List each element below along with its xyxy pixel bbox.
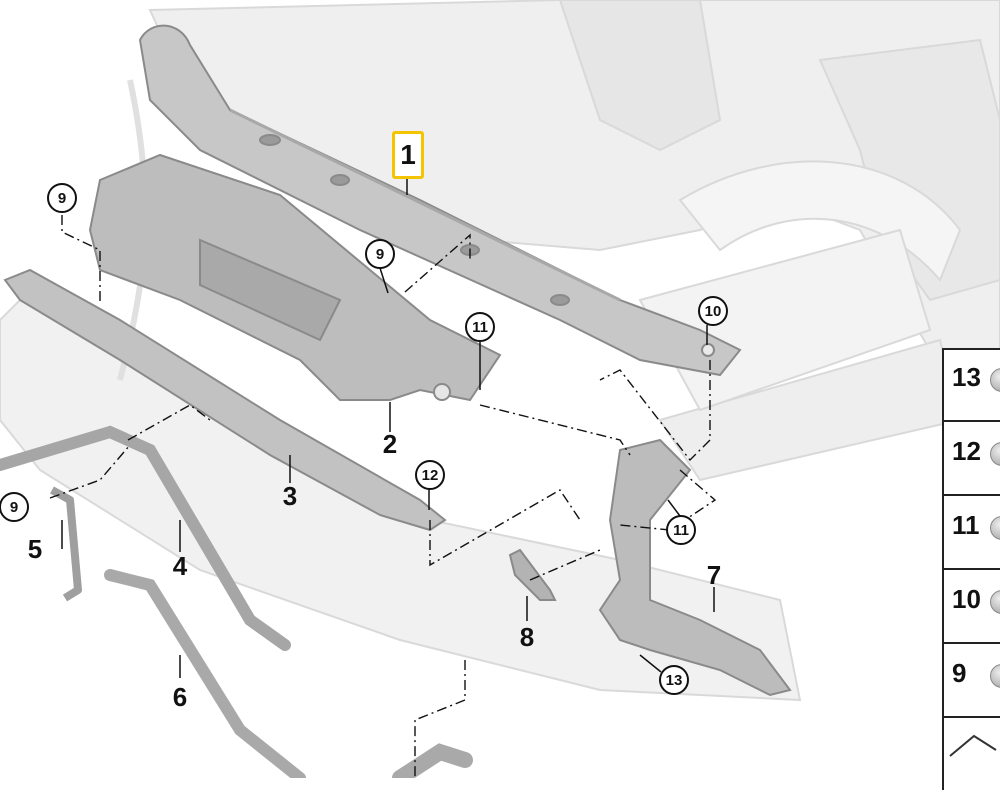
callout-label: 9 (375, 245, 385, 263)
callout-fastener-9[interactable]: 9 (0, 492, 29, 522)
callout-part-5[interactable]: 5 (27, 534, 43, 564)
parts-table-row[interactable]: 12 (944, 424, 1000, 496)
clip-icon (949, 734, 997, 757)
callout-label: 1 (400, 139, 416, 170)
parts-table-row[interactable]: 9 (944, 646, 1000, 718)
fastener-parts-table: 13 12 11 10 9 (942, 348, 1000, 790)
part-3-lower-carrier (3, 268, 447, 532)
part-7-side-carrier (598, 438, 792, 697)
callout-fastener-12[interactable]: 12 (415, 460, 445, 490)
callout-fastener-13[interactable]: 13 (659, 665, 689, 695)
callout-label: 13 (665, 671, 683, 689)
part-4-strut (0, 425, 291, 651)
callout-label: 11 (472, 318, 488, 336)
callout-part-2[interactable]: 2 (382, 429, 398, 459)
callout-label: 12 (421, 466, 439, 484)
callout-part-4[interactable]: 4 (172, 551, 188, 581)
callout-label: 10 (704, 302, 722, 320)
part-2-cover-plate (88, 153, 502, 402)
callout-part-7[interactable]: 7 (706, 560, 722, 590)
parts-table-number: 11 (952, 510, 980, 540)
parts-table-row[interactable] (944, 720, 1000, 792)
callout-part-8[interactable]: 8 (519, 622, 535, 652)
bolt-icon (990, 368, 1000, 392)
callout-fastener-10[interactable]: 10 (698, 296, 728, 326)
callout-label: 9 (57, 189, 67, 207)
callout-part-1-highlighted[interactable]: 1 (392, 131, 424, 179)
screw-icon (990, 590, 1000, 614)
parts-table-row[interactable]: 10 (944, 572, 1000, 644)
assembly-lines (49, 215, 717, 778)
parts-table-number: 13 (952, 362, 981, 392)
parts-table-number: 12 (952, 436, 981, 466)
parts-table-number: 9 (952, 658, 967, 688)
parts-table-row[interactable]: 13 (944, 350, 1000, 422)
callout-part-3[interactable]: 3 (282, 481, 298, 511)
callout-fastener-11[interactable]: 11 (465, 312, 495, 342)
bolt-icon (990, 516, 1000, 540)
callout-fastener-11[interactable]: 11 (666, 515, 696, 545)
part-5-bracket (50, 486, 82, 602)
parts-table-number: 10 (952, 584, 981, 614)
part-6-stay-rod (104, 569, 473, 786)
callout-fastener-9[interactable]: 9 (47, 183, 77, 213)
nut-icon (990, 442, 1000, 466)
parts-table-row[interactable]: 11 (944, 498, 1000, 570)
callout-label: 11 (673, 521, 689, 539)
callout-part-6[interactable]: 6 (172, 682, 188, 712)
callout-fastener-9[interactable]: 9 (365, 239, 395, 269)
leader-lines (61, 178, 715, 678)
callout-label: 9 (9, 498, 19, 516)
screw-icon (990, 664, 1000, 688)
part-8-small-bracket (508, 548, 557, 601)
